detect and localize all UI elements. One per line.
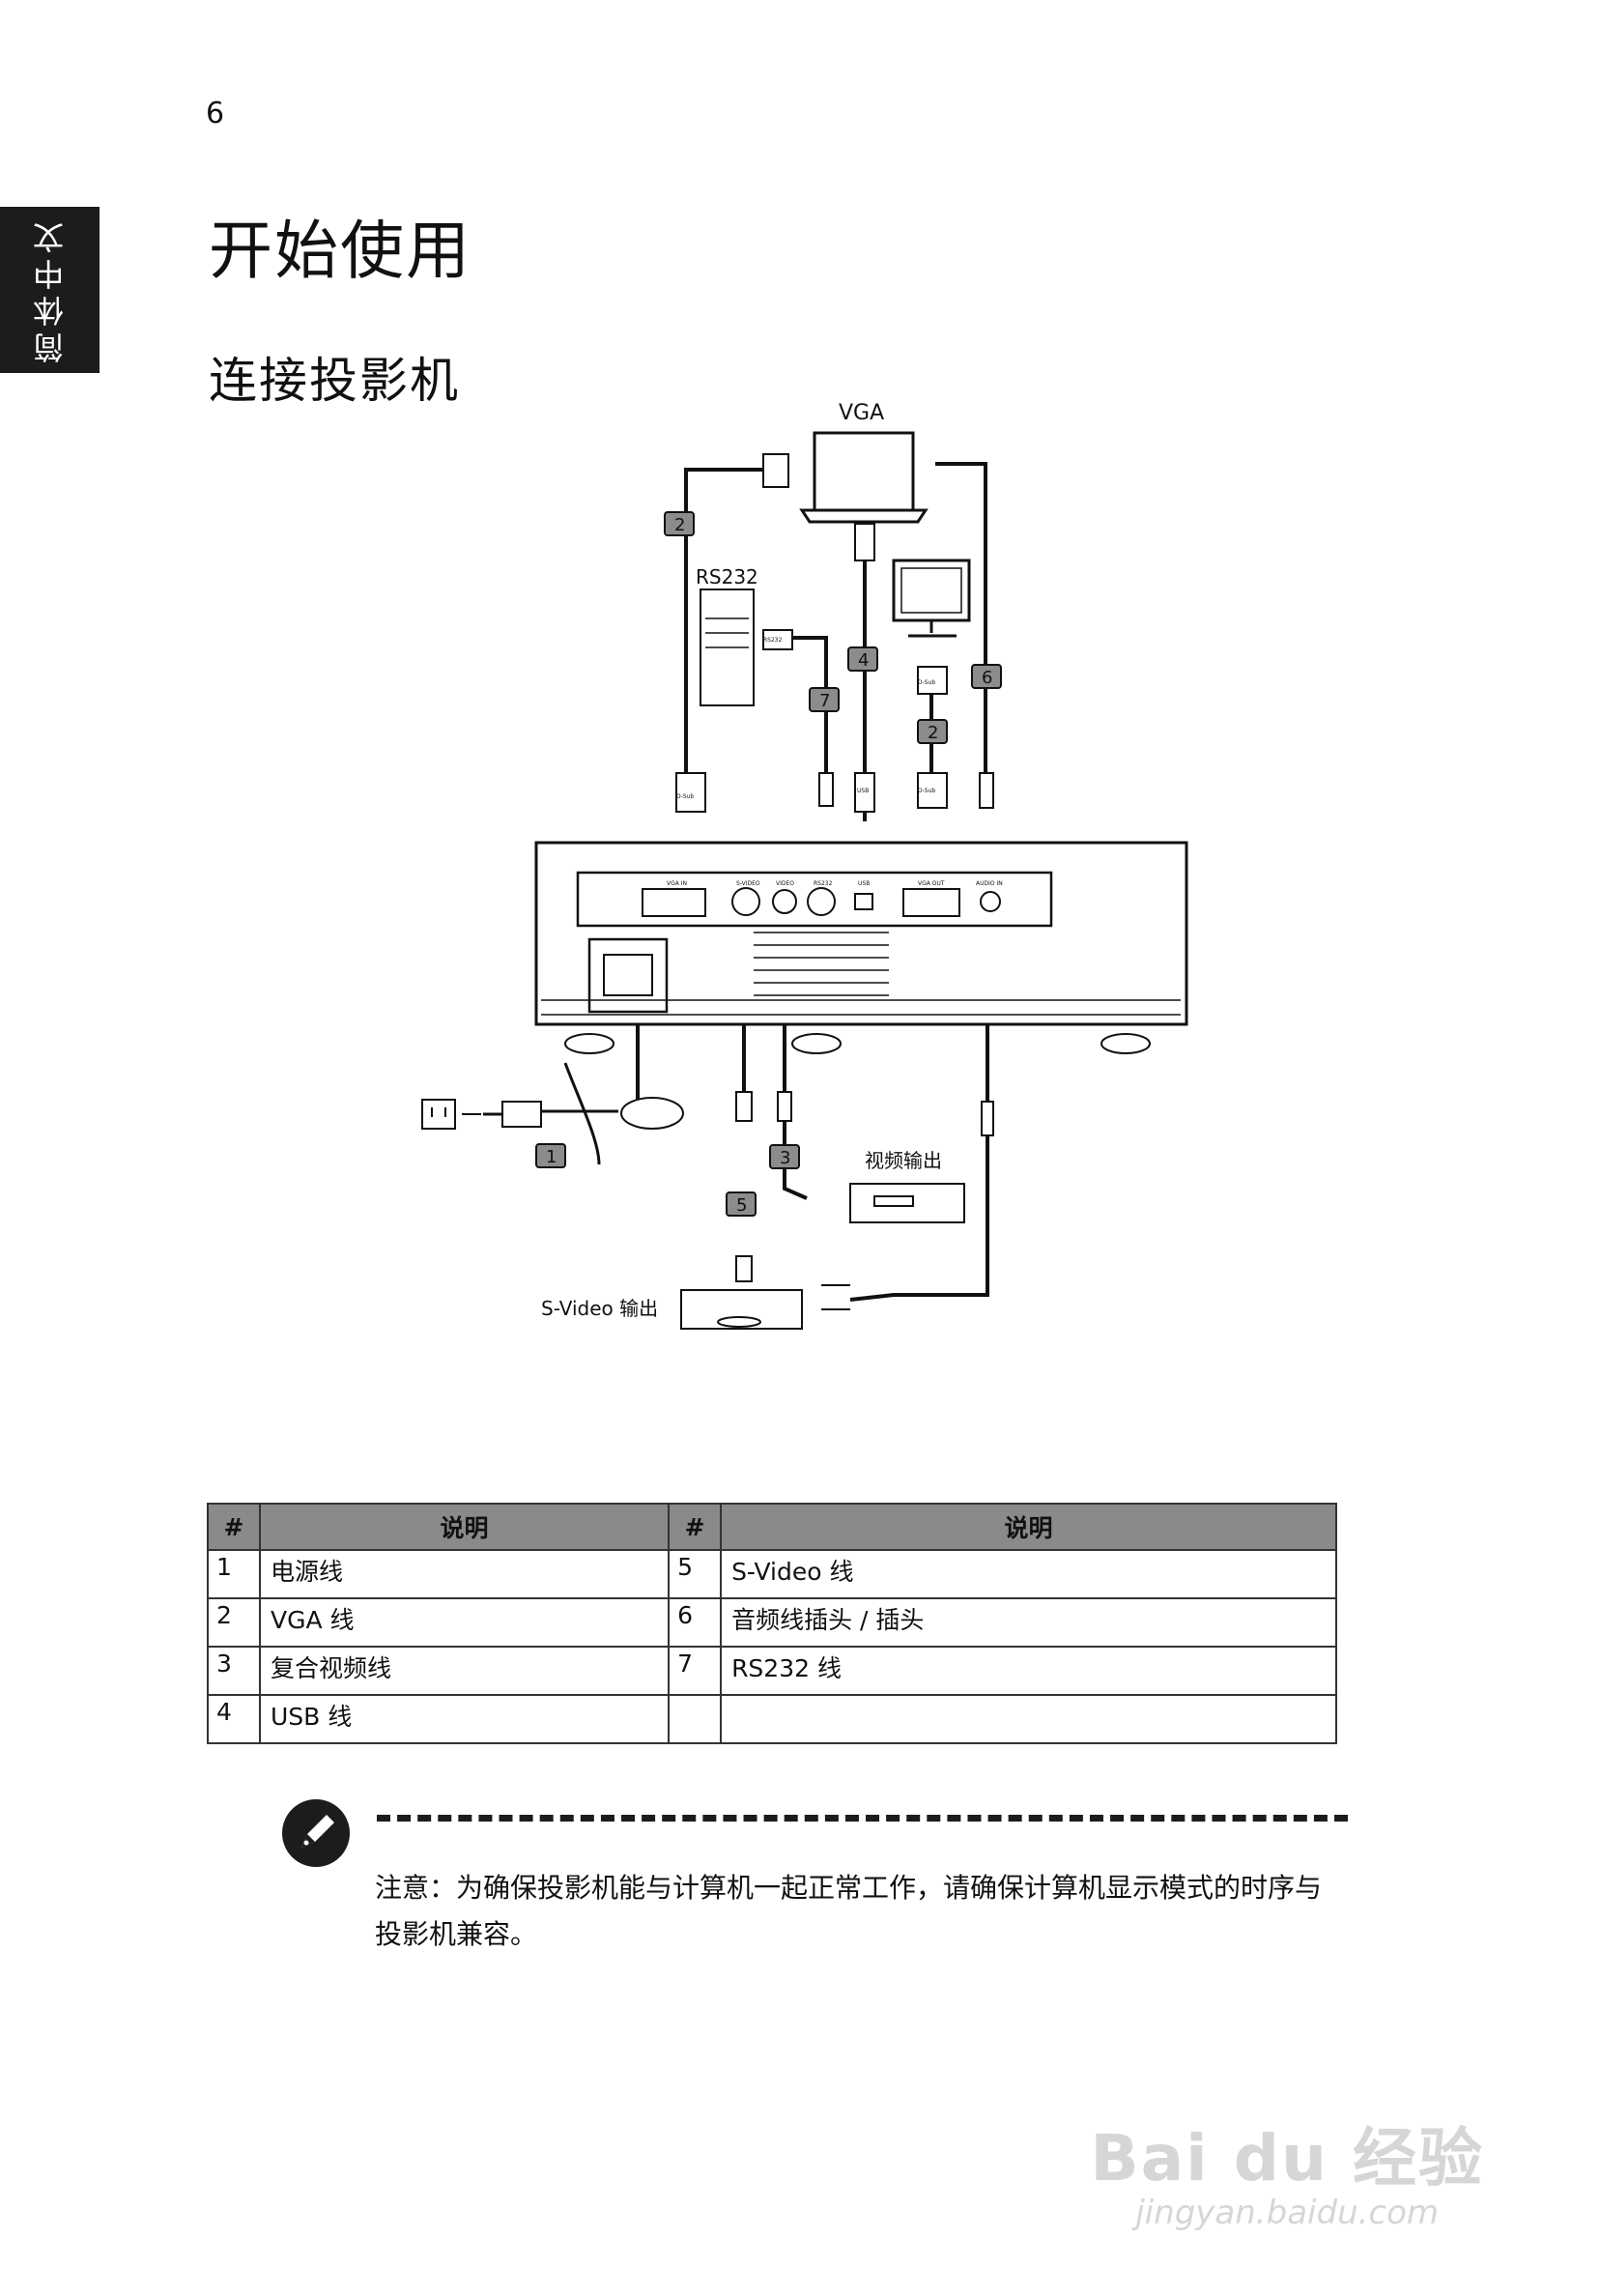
usb-text: USB xyxy=(857,788,869,794)
svg-text:3: 3 xyxy=(780,1148,790,1168)
projector-icon xyxy=(534,841,1188,1054)
rs232-label: RS232 xyxy=(696,565,758,588)
note-divider xyxy=(377,1815,1348,1822)
port-label: USB xyxy=(858,880,870,887)
watermark-logo: Bai du 经验 xyxy=(1090,2121,1484,2196)
laptop-icon xyxy=(799,431,929,524)
table-cell: S-Video 线 xyxy=(720,1549,1337,1599)
table-cell xyxy=(668,1694,723,1744)
callout-box: 1 xyxy=(535,1143,566,1168)
table-cell: 1 xyxy=(207,1549,261,1599)
video-out-label: 视频输出 xyxy=(865,1149,942,1172)
port-label: VGA OUT xyxy=(918,880,945,887)
monitor-icon xyxy=(892,559,971,638)
table-cell: 7 xyxy=(668,1646,723,1696)
callout-box: 3 xyxy=(769,1144,800,1169)
callout-box: 2 xyxy=(664,511,695,536)
table-cell: RS232 线 xyxy=(720,1646,1337,1696)
watermark-url: jingyan.baidu.com xyxy=(1135,2194,1440,2232)
table-cell: 电源线 xyxy=(258,1549,671,1599)
callout-box: 7 xyxy=(809,687,840,712)
connector-blocks xyxy=(675,453,994,1282)
table-cell: 复合视频线 xyxy=(258,1646,671,1696)
table-row: 1 电源线 5 S-Video 线 xyxy=(207,1549,1337,1599)
connection-diagram: VGA RS232 xyxy=(421,401,1188,1330)
svg-text:2: 2 xyxy=(674,515,685,535)
section-title: 连接投影机 xyxy=(209,353,460,409)
svg-text:4: 4 xyxy=(858,650,869,671)
dvd-player-icon xyxy=(680,1284,850,1330)
dsub-text: D-Sub xyxy=(676,793,694,800)
svg-text:7: 7 xyxy=(819,691,830,711)
svideo-out-label: S-Video 输出 xyxy=(541,1297,658,1320)
callout-box: 2 xyxy=(917,719,948,744)
port-label: VIDEO xyxy=(776,880,794,887)
table-cell: 3 xyxy=(207,1646,261,1696)
watermark: Bai du 经验 jingyan.baidu.com xyxy=(1090,2107,1484,2232)
port-label: S-VIDEO xyxy=(736,880,760,887)
table-cell: 6 xyxy=(668,1597,723,1648)
rs232-connector-text: RS232 xyxy=(763,637,783,644)
callout-box: 4 xyxy=(847,646,878,672)
cable-legend-table: # 说明 # 说明 1 电源线 5 S-Video 线 2 VGA 线 6 音频… xyxy=(207,1503,1337,1744)
video-player-icon xyxy=(849,1183,965,1223)
table-cell: 2 xyxy=(207,1597,261,1648)
note-text: 注意：为确保投影机能与计算机一起正常工作，请确保计算机显示模式的时序与投影机兼容… xyxy=(375,1872,1323,1950)
table-cell: 音频线插头 / 插头 xyxy=(720,1597,1337,1648)
dsub-text: D-Sub xyxy=(918,679,935,686)
svg-text:2: 2 xyxy=(928,723,938,743)
power-outlet-icon xyxy=(421,1062,684,1165)
table-header-cell: 说明 xyxy=(258,1503,671,1551)
table-row: 4 USB 线 xyxy=(207,1694,1337,1744)
svg-text:1: 1 xyxy=(546,1147,557,1167)
vga-label: VGA xyxy=(839,401,884,425)
table-row: 3 复合视频线 7 RS232 线 xyxy=(207,1646,1337,1696)
svg-text:5: 5 xyxy=(736,1195,747,1216)
port-label: VGA IN xyxy=(667,880,687,887)
table-cell: VGA 线 xyxy=(258,1597,671,1648)
table-cell xyxy=(720,1694,1337,1744)
table-cell: USB 线 xyxy=(258,1694,671,1744)
port-label: AUDIO IN xyxy=(976,880,1003,887)
pc-tower-icon xyxy=(700,588,755,706)
note-pen-icon xyxy=(282,1799,350,1867)
table-cell: 4 xyxy=(207,1694,261,1744)
svg-text:6: 6 xyxy=(982,668,992,688)
page-title: 开始使用 xyxy=(209,214,471,288)
port-label: RS232 xyxy=(814,880,833,887)
table-header-row: # 说明 # 说明 xyxy=(207,1503,1337,1551)
language-side-tab: 简体中文 xyxy=(0,207,100,373)
page-number: 6 xyxy=(206,97,225,130)
table-header-cell: # xyxy=(207,1503,261,1551)
table-header-cell: # xyxy=(668,1503,723,1551)
table-header-cell: 说明 xyxy=(720,1503,1337,1551)
callout-box: 6 xyxy=(971,664,1002,689)
table-cell: 5 xyxy=(668,1549,723,1599)
dsub-text: D-Sub xyxy=(918,788,935,794)
table-row: 2 VGA 线 6 音频线插头 / 插头 xyxy=(207,1597,1337,1648)
callout-box: 5 xyxy=(726,1191,757,1217)
